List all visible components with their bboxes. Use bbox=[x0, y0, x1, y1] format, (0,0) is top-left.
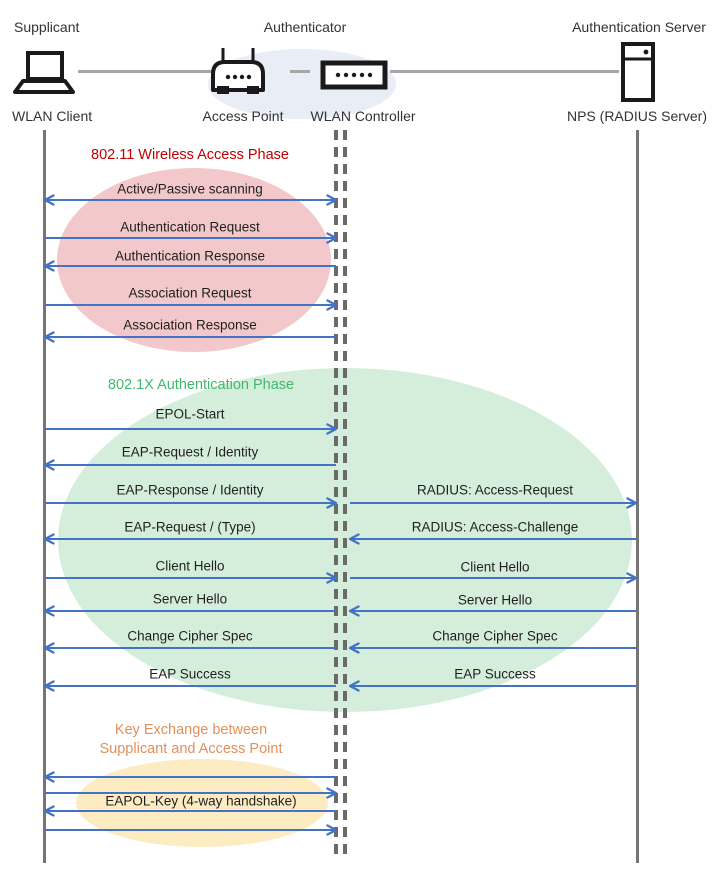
message-label: Authentication Request bbox=[120, 219, 260, 235]
phase3-ellipse bbox=[76, 759, 328, 847]
message-label: EAP Success bbox=[454, 666, 536, 682]
lifeline-wlan-client bbox=[43, 130, 46, 863]
phase2-title: 802.1X Authentication Phase bbox=[107, 377, 295, 393]
node-nps-radius-server: NPS (RADIUS Server) bbox=[566, 108, 708, 124]
message-label: EAP-Request / (Type) bbox=[124, 519, 256, 535]
node-wlan-client: WLAN Client bbox=[12, 108, 93, 124]
message-label: EAP Success bbox=[149, 666, 231, 682]
message-label: EAP-Request / Identity bbox=[121, 444, 259, 460]
access-point-icon bbox=[208, 44, 268, 103]
message-label: Active/Passive scanning bbox=[117, 181, 263, 197]
role-supplicant: Supplicant bbox=[14, 19, 80, 35]
phase1-title: 802.11 Wireless Access Phase bbox=[91, 147, 289, 163]
message-label: Association Request bbox=[128, 285, 252, 301]
message-label: EPOL-Start bbox=[155, 406, 225, 422]
laptop-icon bbox=[12, 50, 76, 101]
message-label: Change Cipher Spec bbox=[127, 628, 253, 644]
message-label: Association Response bbox=[123, 317, 257, 333]
wlan-controller-icon bbox=[320, 60, 388, 95]
phase3-title: Key Exchange between Supplicant and Acce… bbox=[99, 722, 283, 757]
node-access-point: Access Point bbox=[202, 108, 284, 124]
message-label: Server Hello bbox=[152, 591, 228, 607]
lifeline-authenticator-dash-1 bbox=[334, 130, 338, 858]
message-label: RADIUS: Access-Request bbox=[416, 482, 574, 498]
node-wlan-controller: WLAN Controller bbox=[310, 108, 416, 124]
server-icon bbox=[621, 42, 655, 107]
message-label: Change Cipher Spec bbox=[432, 628, 558, 644]
message-label: RADIUS: Access-Challenge bbox=[411, 519, 579, 535]
message-label: EAPOL-Key (4-way handshake) bbox=[105, 793, 297, 809]
role-authentication-server: Authentication Server bbox=[572, 19, 706, 35]
message-label: Client Hello bbox=[155, 558, 225, 574]
message-label: Authentication Response bbox=[114, 248, 266, 264]
role-authenticator: Authenticator bbox=[263, 19, 347, 35]
connector-line bbox=[290, 70, 310, 73]
message-label: Server Hello bbox=[457, 592, 533, 608]
connector-line bbox=[390, 70, 619, 73]
connector-line bbox=[78, 70, 213, 73]
lifeline-radius-server bbox=[636, 130, 639, 863]
message-label: EAP-Response / Identity bbox=[116, 482, 264, 498]
message-label: Client Hello bbox=[460, 559, 530, 575]
lifeline-authenticator-dash-2 bbox=[343, 130, 347, 858]
